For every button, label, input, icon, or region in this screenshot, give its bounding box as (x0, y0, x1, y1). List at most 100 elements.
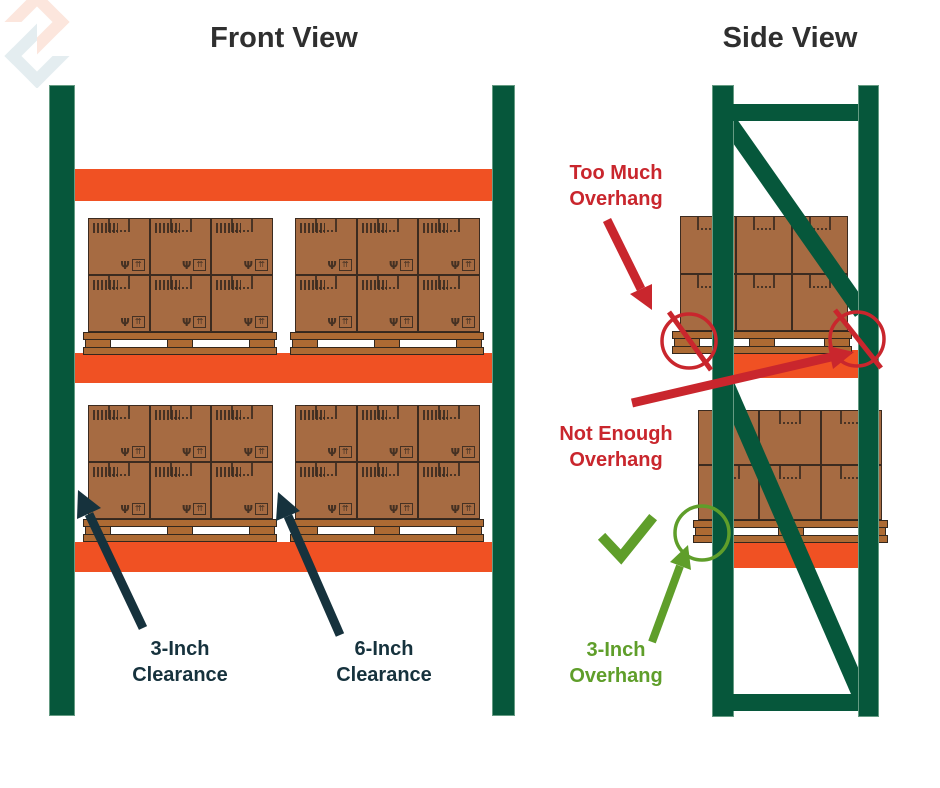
label-line: Overhang (569, 665, 663, 687)
pallet-block (674, 339, 700, 346)
label-not-enough-overhang: Not Enough Overhang (536, 421, 696, 473)
pallet-bottom-board (290, 347, 484, 355)
carton-box: Ψ⇈ (418, 275, 481, 332)
pallet-bottom-board (672, 346, 852, 354)
side-pallet-load-upper-bad-overhang (672, 216, 852, 354)
front-beam-middle (73, 353, 492, 383)
pallet-block (249, 340, 275, 347)
side-brace-bottom (731, 694, 858, 711)
pallet (83, 332, 277, 355)
handling-icons: Ψ⇈ (181, 259, 207, 272)
carton-box (736, 273, 792, 331)
carton-box: Ψ⇈ (418, 218, 481, 275)
pallet-block (292, 527, 318, 534)
fragile-icon: Ψ (120, 259, 130, 272)
this-way-up-icon: ⇈ (131, 446, 145, 458)
label-line: 6-Inch (354, 638, 414, 660)
label-line: 3-Inch (586, 639, 646, 661)
this-way-up-icon: ⇈ (338, 503, 352, 515)
barcode-icon (93, 280, 118, 290)
this-way-up-icon: ⇈ (255, 259, 269, 271)
barcode-icon (154, 223, 180, 233)
fragile-icon: Ψ (181, 446, 192, 459)
barcode-icon (361, 467, 387, 477)
fragile-icon: Ψ (181, 503, 192, 516)
this-way-up-icon: ⇈ (338, 316, 352, 328)
this-way-up-icon: ⇈ (255, 446, 269, 458)
carton-box: Ψ⇈ (88, 462, 150, 519)
carton-box: Ψ⇈ (356, 405, 419, 462)
fragile-icon: Ψ (450, 316, 461, 329)
handling-icons: Ψ⇈ (243, 503, 269, 516)
carton-box: Ψ⇈ (356, 275, 419, 332)
barcode-icon (300, 280, 325, 290)
fragile-icon: Ψ (243, 316, 254, 329)
handling-icons: Ψ⇈ (120, 446, 145, 459)
pallet (672, 331, 852, 354)
fragile-icon: Ψ (181, 316, 192, 329)
handling-icons: Ψ⇈ (181, 503, 207, 516)
tape-mark-icon (753, 217, 775, 230)
pallet-bottom-board (83, 534, 277, 542)
pallet-block (456, 527, 482, 534)
carton-box: Ψ⇈ (149, 462, 212, 519)
label-too-much-overhang: Too Much Overhang (541, 160, 691, 212)
label-3-inch-clearance: 3-Inch Clearance (105, 636, 255, 688)
carton-box: Ψ⇈ (149, 218, 212, 275)
checkmark-icon (597, 513, 658, 565)
side-upright-left (712, 85, 734, 717)
this-way-up-icon: ⇈ (193, 259, 207, 271)
carton-box: Ψ⇈ (149, 275, 212, 332)
carton-box: Ψ⇈ (418, 405, 481, 462)
pallet-load-upper-right: Ψ⇈Ψ⇈Ψ⇈Ψ⇈Ψ⇈Ψ⇈ (290, 218, 484, 355)
carton-box: Ψ⇈ (295, 462, 357, 519)
carton-box: Ψ⇈ (149, 405, 212, 462)
side-upright-right (858, 85, 879, 717)
barcode-icon (423, 223, 449, 233)
this-way-up-icon: ⇈ (400, 446, 414, 458)
fragile-icon: Ψ (388, 259, 399, 272)
handling-icons: Ψ⇈ (120, 503, 145, 515)
pallet-block (456, 340, 482, 347)
barcode-icon (300, 410, 325, 420)
carton-box (736, 216, 792, 274)
this-way-up-icon: ⇈ (338, 259, 352, 271)
fragile-icon: Ψ (388, 316, 399, 329)
pallet-block (777, 528, 804, 535)
label-line: Clearance (336, 664, 432, 686)
side-view-title: Side View (722, 22, 858, 54)
handling-icons: Ψ⇈ (327, 503, 352, 515)
this-way-up-icon: ⇈ (400, 259, 414, 271)
carton-box: Ψ⇈ (211, 405, 274, 462)
pallet-block (85, 340, 111, 347)
fragile-icon: Ψ (181, 259, 192, 272)
fragile-icon: Ψ (243, 503, 254, 516)
pallet-load-lower-right: Ψ⇈Ψ⇈Ψ⇈Ψ⇈Ψ⇈Ψ⇈ (290, 405, 484, 542)
this-way-up-icon: ⇈ (462, 503, 476, 515)
pallet-bottom-board (83, 347, 277, 355)
pallet-block (749, 339, 775, 346)
barcode-icon (423, 410, 449, 420)
barcode-icon (361, 280, 387, 290)
handling-icons: Ψ⇈ (450, 316, 476, 329)
pallet-top-board (290, 332, 484, 340)
carton-box: Ψ⇈ (295, 405, 357, 462)
fragile-icon: Ψ (120, 446, 130, 459)
fragile-icon: Ψ (327, 316, 337, 329)
carton-box: Ψ⇈ (88, 275, 150, 332)
side-beam-lower (731, 540, 858, 568)
this-way-up-icon: ⇈ (462, 259, 476, 271)
front-beam-bottom (73, 542, 492, 572)
handling-icons: Ψ⇈ (388, 316, 414, 329)
carton-box (759, 410, 821, 465)
barcode-icon (154, 467, 180, 477)
pallet (290, 519, 484, 542)
this-way-up-icon: ⇈ (462, 446, 476, 458)
barcode-icon (423, 467, 449, 477)
handling-icons: Ψ⇈ (181, 316, 207, 329)
this-way-up-icon: ⇈ (131, 259, 145, 271)
front-view-title: Front View (210, 22, 358, 54)
carton-box: Ψ⇈ (88, 218, 150, 275)
barcode-icon (423, 280, 449, 290)
pallet-load-lower-left: Ψ⇈Ψ⇈Ψ⇈Ψ⇈Ψ⇈Ψ⇈ (83, 405, 277, 542)
